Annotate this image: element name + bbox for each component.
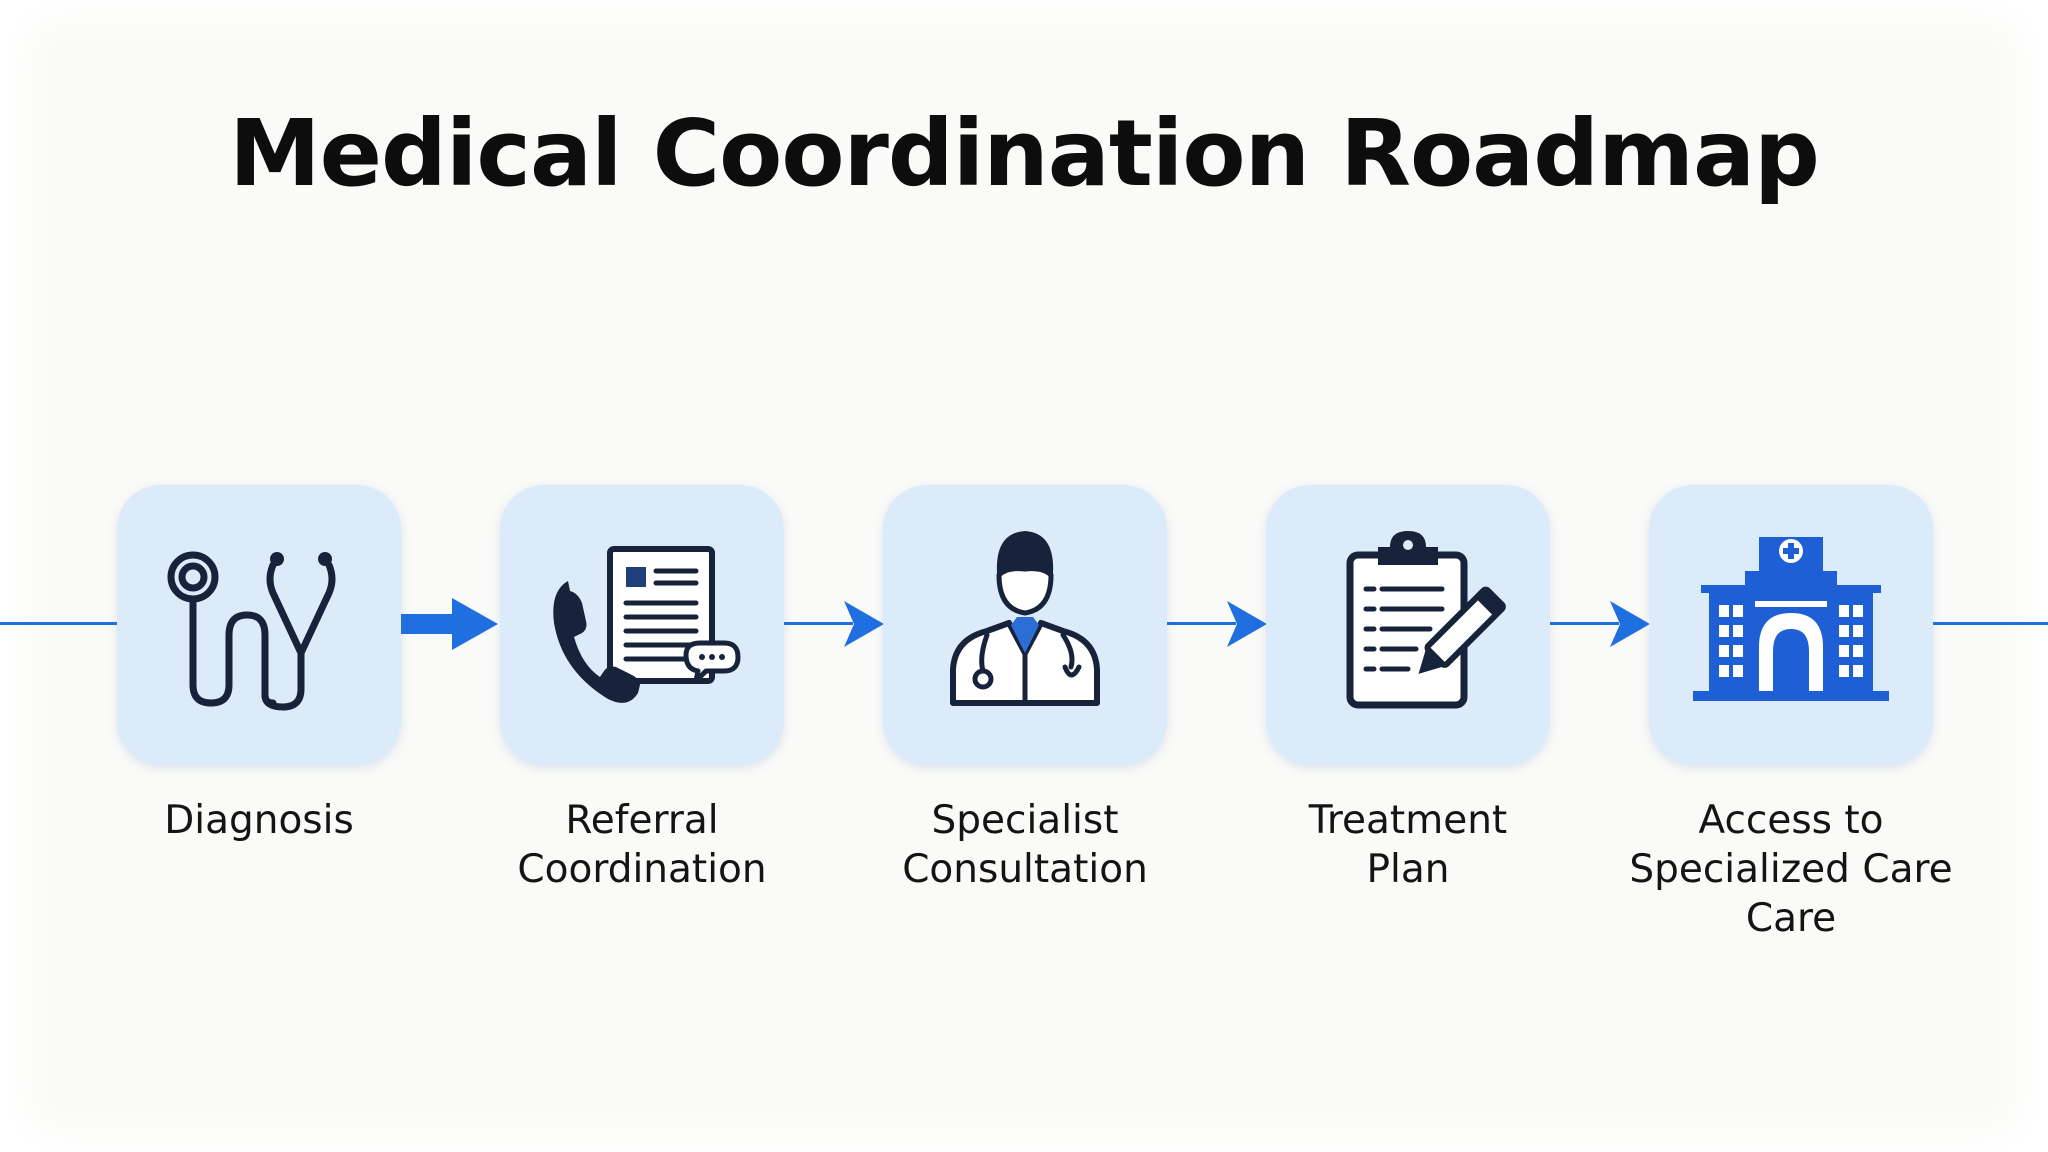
step-card-referral <box>500 485 784 765</box>
hospital-icon <box>1693 537 1889 701</box>
connector-line-left <box>0 622 117 625</box>
connector-line-4 <box>1549 622 1619 625</box>
doctor-icon <box>950 531 1100 706</box>
clipboard-pencil-icon <box>1346 531 1506 709</box>
step-card-diagnosis <box>117 485 401 765</box>
arrow-right-icon <box>1610 601 1650 647</box>
step-card-access <box>1649 485 1933 765</box>
step-card-treatment <box>1266 485 1550 765</box>
arrow-right-icon <box>400 598 498 650</box>
step-card-specialist <box>883 485 1167 765</box>
step-label-access: Access to Specialized Care Care <box>1629 798 1953 941</box>
connector-line-2 <box>783 622 853 625</box>
page-title: Medical Coordination Roadmap <box>229 100 1820 207</box>
stethoscope-icon <box>167 551 336 711</box>
arrow-right-icon <box>844 601 884 647</box>
connector-line-right <box>1932 622 2048 625</box>
connector-line-3 <box>1166 622 1236 625</box>
step-label-treatment: Treatment Plan <box>1308 798 1508 892</box>
step-label-specialist: Specialist Consultation <box>902 798 1148 892</box>
step-label-referral: Referral Coordination <box>517 798 767 892</box>
phone-document-icon <box>553 546 741 703</box>
step-label-diagnosis: Diagnosis <box>164 798 354 843</box>
arrow-right-icon <box>1227 601 1267 647</box>
